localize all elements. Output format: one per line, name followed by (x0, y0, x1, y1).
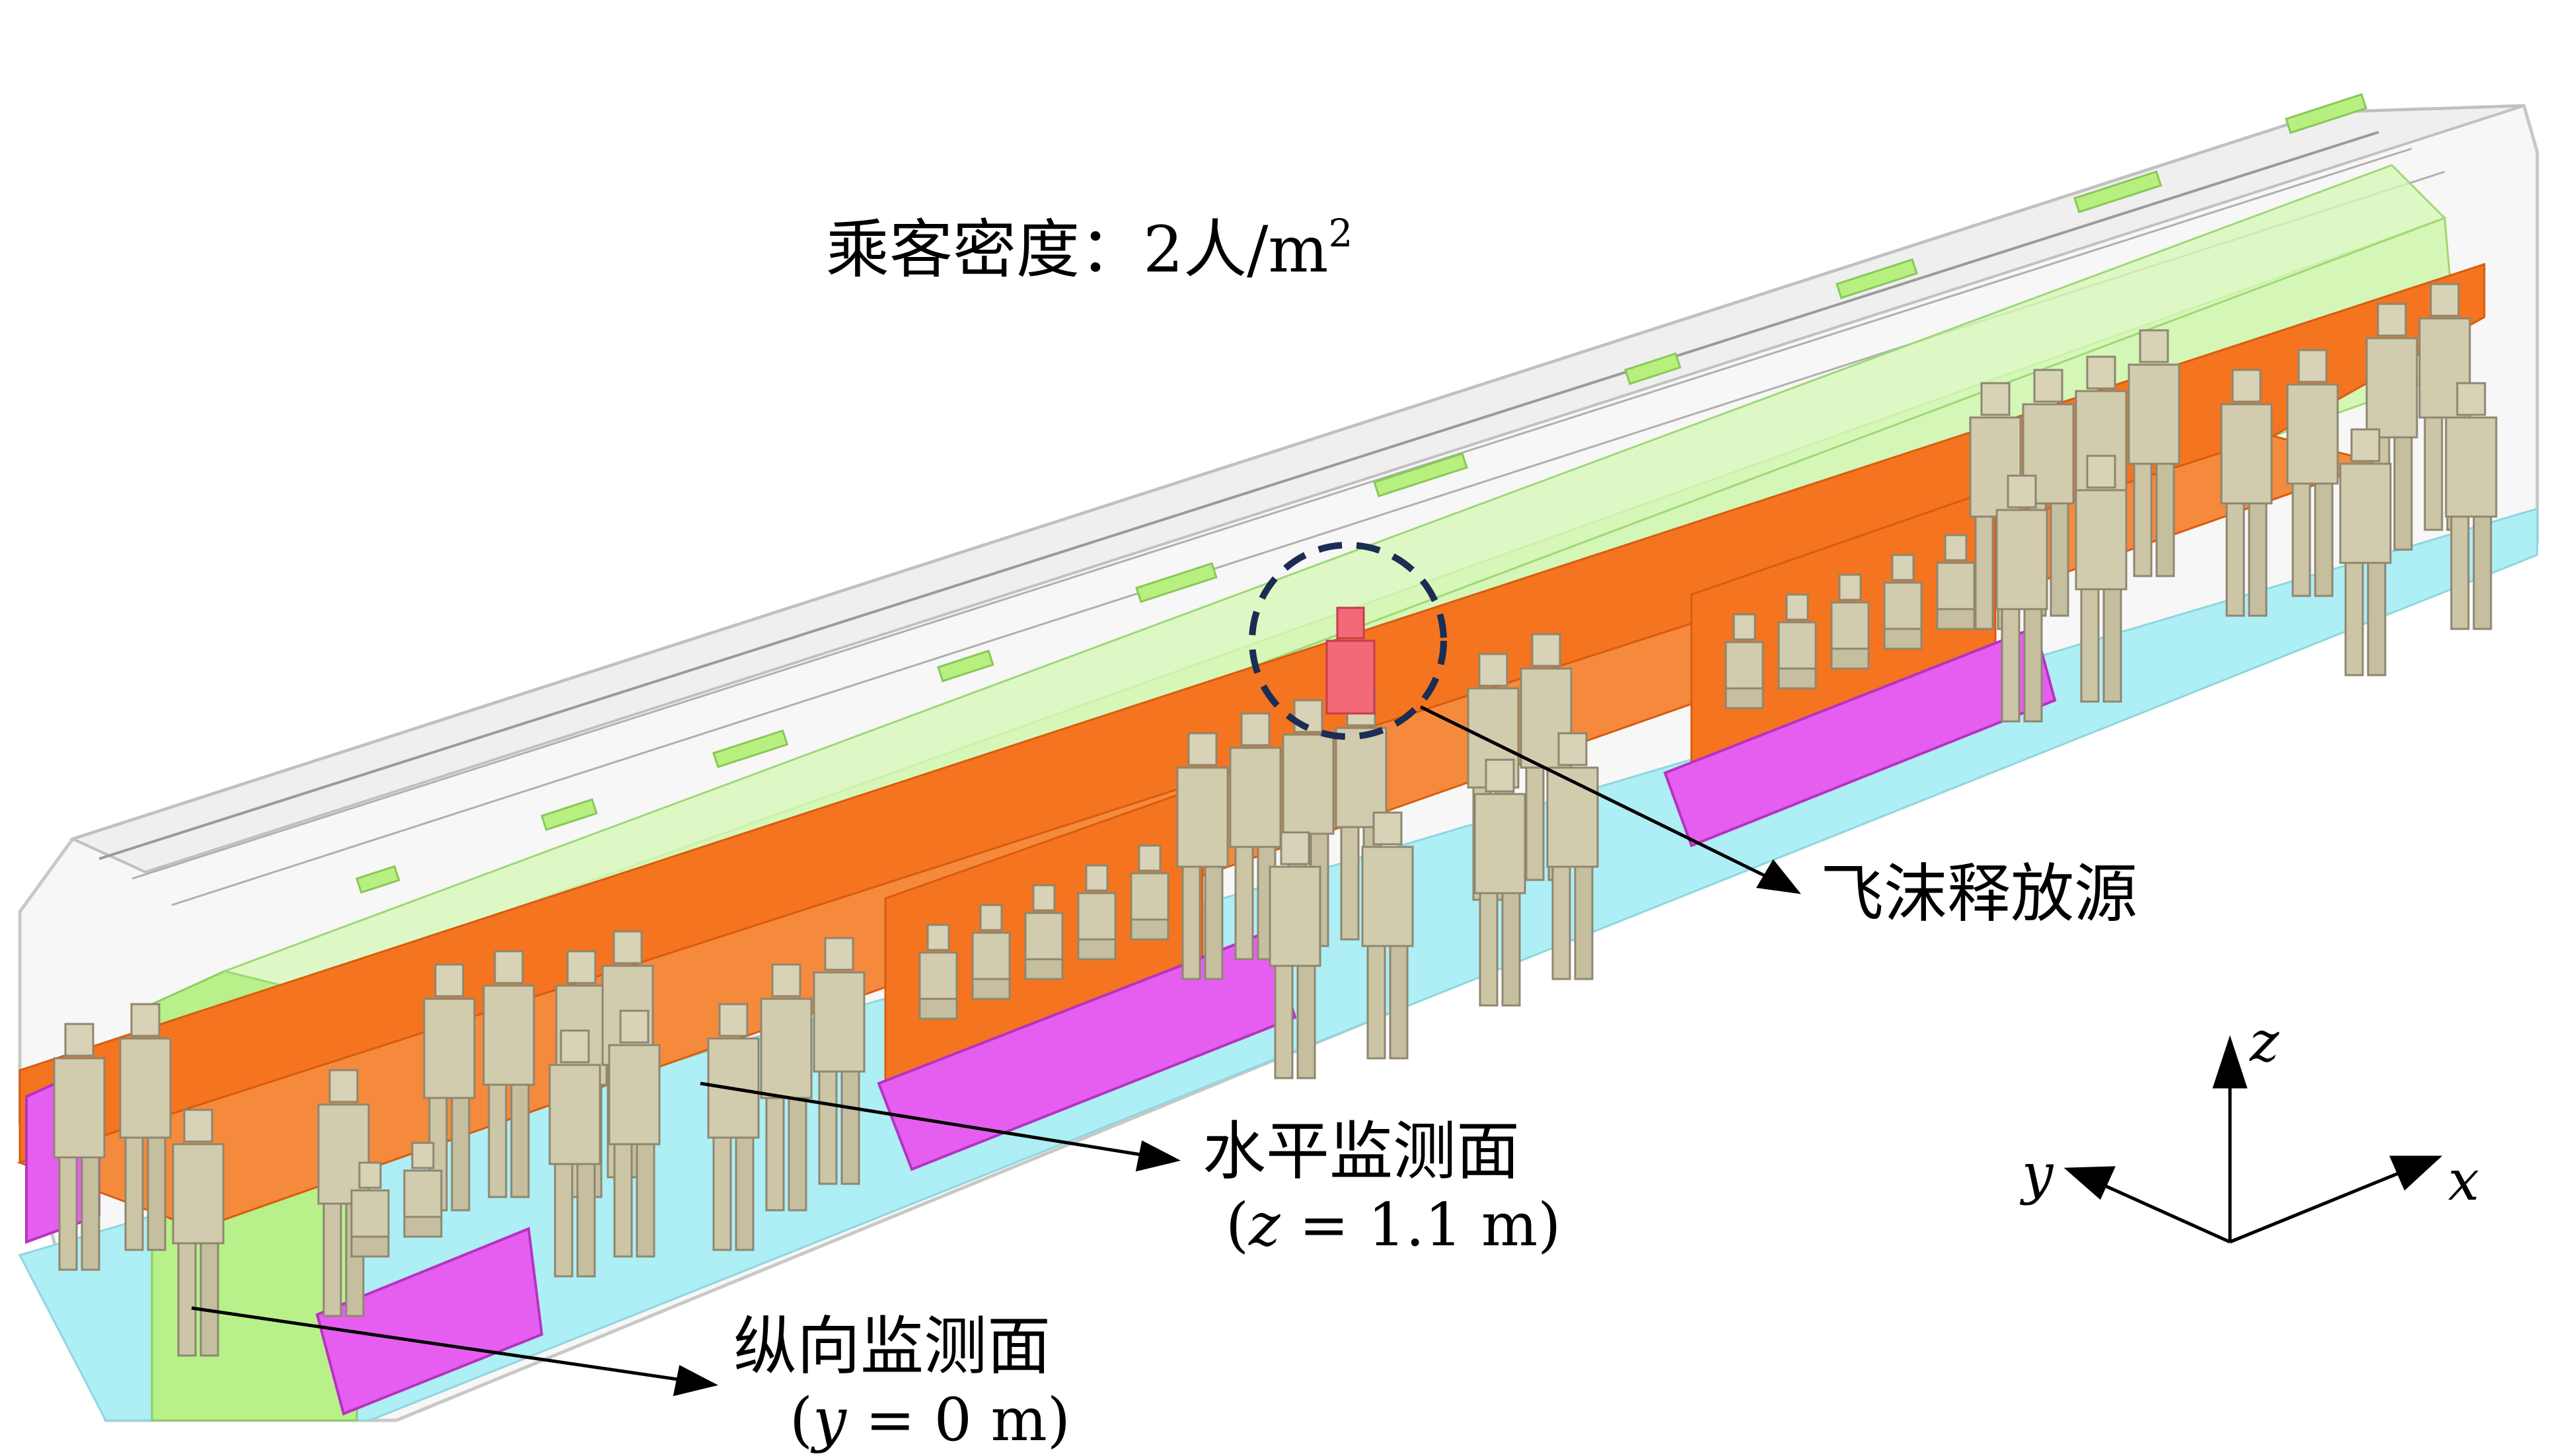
source-highlight-circle (1249, 542, 1447, 740)
longitudinal-plane-variable: y (813, 1385, 846, 1455)
longitudinal-plane-label: 纵向监测面 (733, 1309, 1051, 1383)
source-passenger (1325, 606, 1376, 715)
passenger-density-label: 乘客密度：2人/m2 (826, 211, 1353, 287)
longitudinal-plane-position: (y = 0 m) (790, 1385, 1070, 1455)
droplet-source-label: 飞沫释放源 (1820, 857, 2137, 931)
z-axis-label: z (2250, 1009, 2280, 1074)
density-unit-exponent: 2 (1328, 211, 1353, 256)
horizontal-plane-label: 水平监测面 (1203, 1114, 1520, 1188)
longitudinal-plane-value: = 0 m (846, 1385, 1047, 1455)
horizontal-plane-height: (z = 1.1 m) (1226, 1190, 1561, 1260)
y-axis-label: y (2022, 1142, 2054, 1206)
horizontal-plane-variable: z (1249, 1190, 1280, 1260)
horizontal-plane-value: = 1.1 m (1280, 1190, 1538, 1260)
x-axis-label: x (2448, 1148, 2480, 1213)
leader-lines (191, 705, 1801, 1397)
ceiling-equipment (355, 93, 2367, 894)
coordinate-axes (2063, 1035, 2443, 1244)
